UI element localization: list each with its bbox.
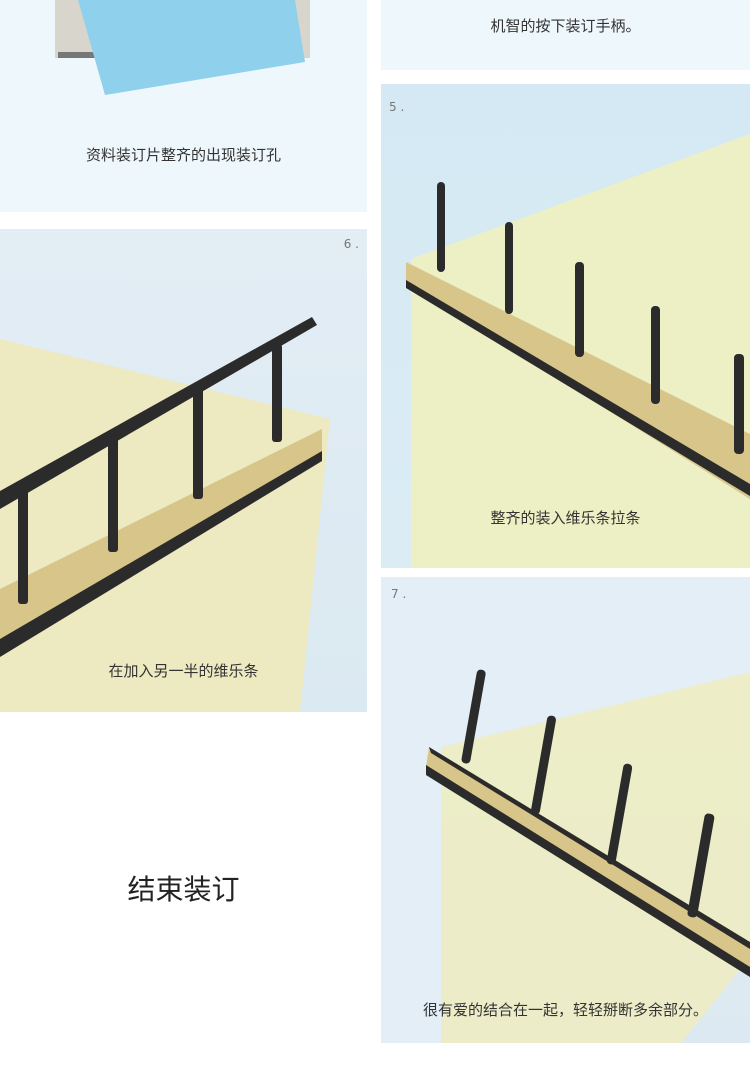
caption: 在加入另一半的维乐条 xyxy=(108,662,259,680)
strip xyxy=(0,451,322,657)
step-number: 6 . xyxy=(343,237,359,251)
blue-document xyxy=(78,0,305,95)
strip-pins xyxy=(18,344,282,604)
binding-strip-photo xyxy=(0,317,330,712)
caption: 很有爱的结合在一起，轻轻掰断多余部分。 xyxy=(422,1001,708,1019)
document-photo xyxy=(55,0,310,95)
binding-strip-photo xyxy=(406,134,750,568)
caption: 资料装订片整齐的出现装订孔 xyxy=(85,146,281,164)
caption: 机智的按下装订手柄。 xyxy=(490,17,641,35)
strip-top-bar xyxy=(0,317,317,509)
end-title: 结束装订 xyxy=(127,873,240,906)
step-panel-7: 7 . 很有爱的结合在一起，轻轻掰断多余部分。 xyxy=(381,577,750,1043)
strip-pins xyxy=(461,669,715,918)
step-panel-5: 5 . 整齐的装入维乐条拉条 xyxy=(381,84,750,568)
step-panel-6: 6 . 在加入另一半的维乐条 xyxy=(0,229,367,712)
caption: 整齐的装入维乐条拉条 xyxy=(490,509,641,527)
strip xyxy=(406,280,750,496)
strip-pins xyxy=(437,182,744,454)
step-panel-handle: 机智的按下装订手柄。 xyxy=(381,0,750,70)
paper-edge xyxy=(426,747,750,972)
strip xyxy=(426,765,750,977)
binding-strip-photo xyxy=(381,577,750,1043)
step-number: 7 . xyxy=(391,587,407,601)
step-panel-document: 资料装订片整齐的出现装订孔 xyxy=(0,0,367,212)
step-number: 5 . xyxy=(389,100,405,114)
